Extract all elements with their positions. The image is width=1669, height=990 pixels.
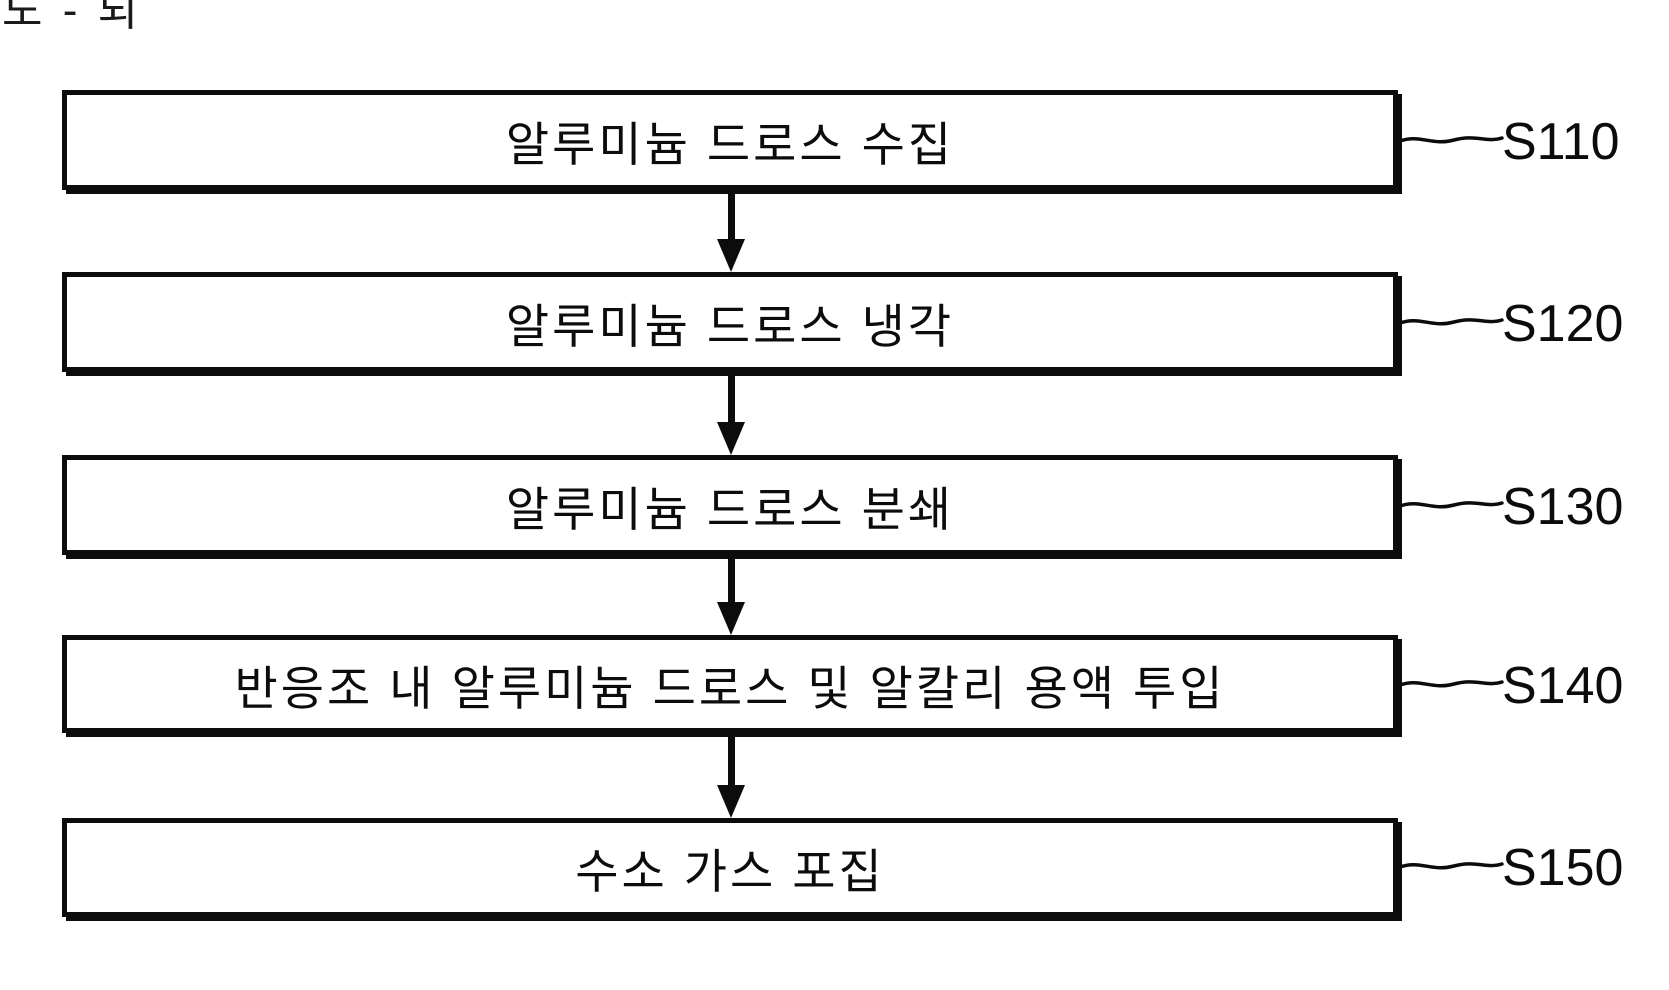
reference-connector-line	[1398, 318, 1504, 326]
flow-step-label: 알루미늄 드로스 분쇄	[505, 482, 955, 536]
reference-connector-line	[1398, 680, 1504, 688]
step-code-s130: S130	[1502, 478, 1624, 536]
down-arrow-icon	[715, 733, 747, 818]
arrow-head	[717, 239, 745, 272]
flow-step-label: 수소 가스 포집	[575, 845, 885, 898]
step-code-s150: S150	[1502, 839, 1624, 897]
figure-caption-clipped: 도 - 되	[2, 0, 143, 35]
reference-connector-line	[1398, 862, 1504, 870]
flow-step-label: 알루미늄 드로스 수집	[505, 117, 955, 171]
flow-step-box-s150: 수소 가스 포집	[62, 818, 1398, 917]
down-arrow-icon	[715, 190, 747, 272]
flow-step-box-s130: 알루미늄 드로스 분쇄	[62, 455, 1398, 555]
step-code-s120: S120	[1502, 295, 1624, 353]
step-code-s140: S140	[1502, 657, 1624, 715]
flow-step-box-s110: 알루미늄 드로스 수집	[62, 90, 1398, 190]
flow-step-label: 알루미늄 드로스 냉각	[505, 299, 955, 353]
arrow-head	[717, 785, 745, 818]
reference-connector-line	[1398, 501, 1504, 509]
down-arrow-icon	[715, 372, 747, 455]
reference-connector-line	[1398, 136, 1504, 144]
flow-step-box-s140: 반응조 내 알루미늄 드로스 및 알칼리 용액 투입	[62, 635, 1398, 733]
flow-step-label: 반응조 내 알루미늄 드로스 및 알칼리 용액 투입	[234, 661, 1226, 715]
down-arrow-icon	[715, 555, 747, 635]
arrow-stem	[727, 190, 735, 239]
arrow-stem	[727, 733, 735, 785]
arrow-stem	[727, 555, 735, 602]
flow-step-box-s120: 알루미늄 드로스 냉각	[62, 272, 1398, 372]
arrow-stem	[727, 372, 735, 422]
step-code-s110: S110	[1502, 113, 1620, 171]
arrow-head	[717, 422, 745, 455]
arrow-head	[717, 602, 745, 635]
